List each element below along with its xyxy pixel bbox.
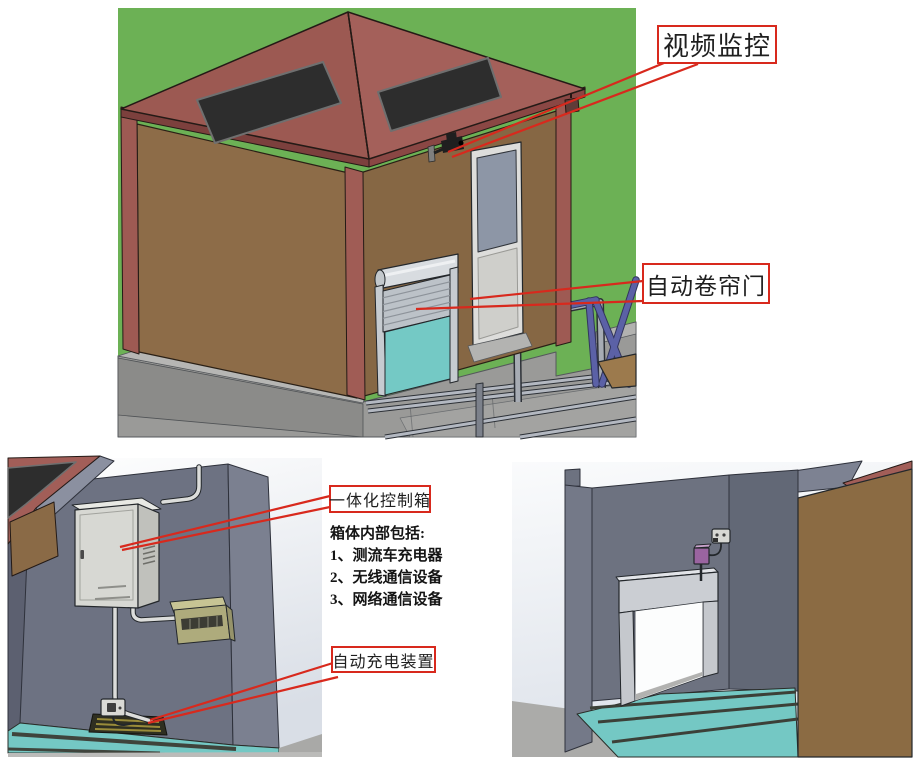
solar-panel-right [377, 57, 502, 132]
cabinet-vent [142, 545, 156, 565]
callout-charging-label: 自动充电装置 [332, 653, 435, 671]
ground-rails [365, 369, 637, 440]
callout-control-box-label: 一体化控制箱 [329, 493, 432, 510]
interior-floor [7, 722, 322, 757]
callout-charging-device: 自动充电装置 [331, 646, 436, 673]
callout-video-surveillance: 视频监控 [657, 25, 777, 64]
solar-panel-cutaway [7, 461, 77, 519]
wood-deck [597, 353, 637, 389]
scene-interior-equipment [7, 455, 339, 757]
callout-lines-interior [119, 494, 339, 725]
callout-shutter-label: 自动卷帘门 [646, 273, 766, 299]
wall-outlet [100, 698, 137, 726]
note-item-3: 3、网络通信设备 [330, 592, 443, 608]
note-item-2: 2、无线通信设备 [330, 570, 443, 586]
door-control-box [693, 528, 731, 581]
callout-video-label: 视频监控 [662, 32, 771, 61]
left-wall-edge [564, 484, 593, 753]
eave-fascia [9, 501, 59, 577]
cabinet-handle [80, 550, 84, 559]
rolling-shutter-door [374, 253, 459, 397]
roof-cutaway [7, 455, 115, 577]
callout-lines-exterior [415, 61, 699, 311]
hip-roof [120, 11, 586, 168]
note-item-1: 1、测流车充电器 [330, 548, 443, 564]
garage-opening [384, 315, 451, 396]
exterior-brown-wall [797, 468, 913, 758]
callout-shutter-door: 自动卷帘门 [642, 263, 770, 304]
scene-interior-door [512, 460, 913, 758]
control-cabinet [71, 497, 162, 609]
rail-post [475, 382, 484, 438]
note-title: 箱体内部包括: [330, 526, 425, 542]
control-box-contents-note: 箱体内部包括: 1、测流车充电器 2、无线通信设备 3、网络通信设备 [330, 523, 480, 611]
interior-wall-side [728, 469, 799, 692]
solar-panel-left [196, 61, 342, 144]
shutter-door-inside [615, 567, 719, 707]
callout-control-box: 一体化控制箱 [329, 485, 431, 513]
open-doorway [634, 601, 704, 702]
power-strip-box [169, 596, 236, 645]
scene-exterior-station [117, 8, 699, 440]
